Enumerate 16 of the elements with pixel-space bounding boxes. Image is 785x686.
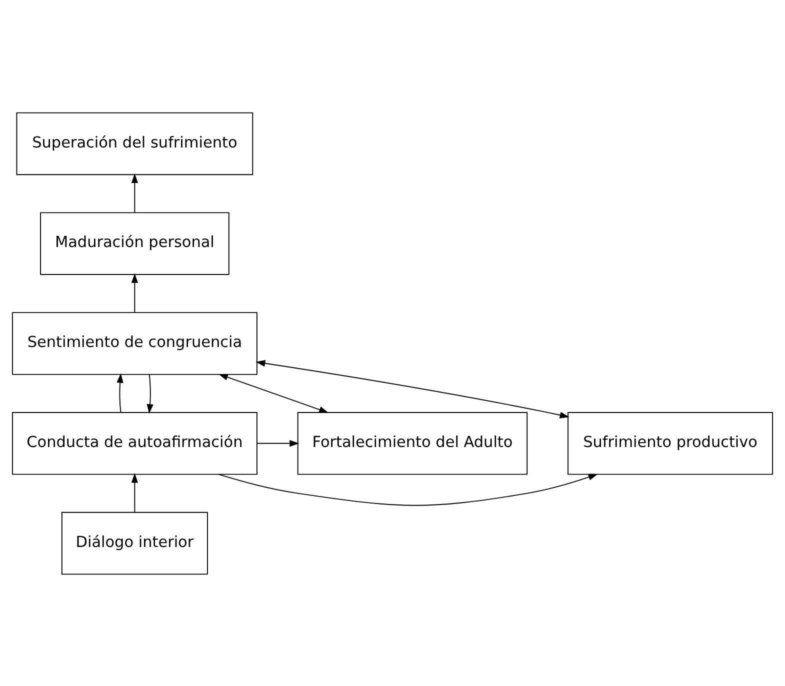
arrow xyxy=(146,374,154,414)
node-box: Maduración personal xyxy=(40,212,230,274)
node-box: Sufrimiento productivo xyxy=(568,412,774,474)
node-box: Superación del sufrimiento xyxy=(16,112,254,175)
arrow xyxy=(256,440,300,446)
node-box: Sentimiento de congruencia xyxy=(12,312,258,374)
node-box: Fortalecimiento del Adulto xyxy=(297,412,528,474)
arrow xyxy=(116,372,124,412)
arrow xyxy=(256,360,570,418)
arrow xyxy=(218,373,329,412)
arrow xyxy=(218,473,598,506)
arrow xyxy=(131,472,138,512)
node-box: Diálogo interior xyxy=(61,511,208,574)
arrow xyxy=(131,173,138,212)
node-box: Conducta de autoafirmación xyxy=(12,412,258,474)
arrow xyxy=(131,272,138,312)
